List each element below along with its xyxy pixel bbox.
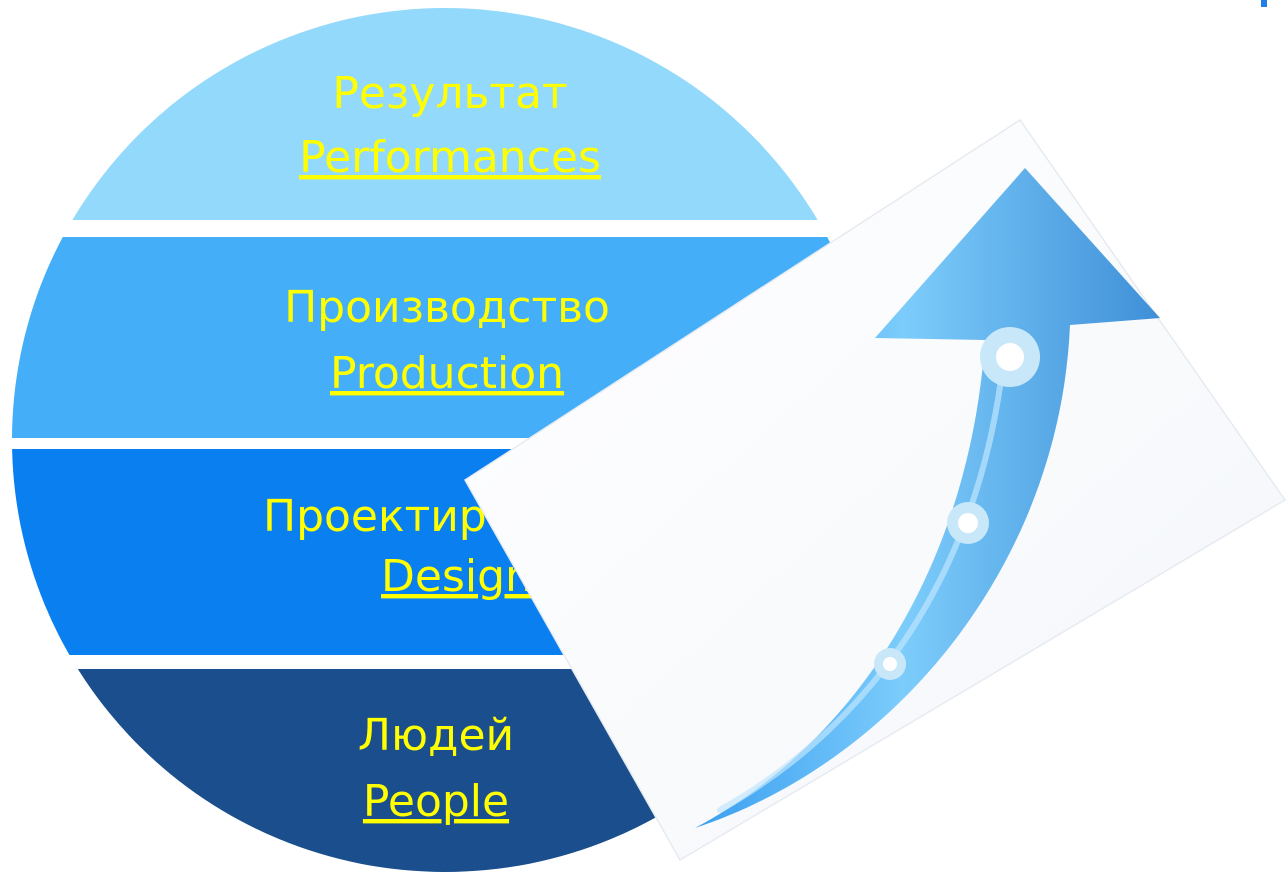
label-en-performances: Performances xyxy=(299,132,601,183)
label-en-people: People xyxy=(363,776,509,827)
label-ru-performances: Результат xyxy=(332,68,567,119)
corner-mark xyxy=(1261,0,1267,7)
arrow-highlight xyxy=(717,342,1008,813)
growth-arrow-icon xyxy=(695,168,1160,828)
label-ru-production: Производство xyxy=(284,282,610,333)
bubble-small-core xyxy=(883,657,897,671)
label-en-design: Design xyxy=(381,551,533,602)
bubble-large-core xyxy=(996,343,1024,371)
bubble-medium-core xyxy=(958,513,978,533)
label-ru-people: Людей xyxy=(358,710,514,761)
arrow-card xyxy=(463,118,1287,862)
label-en-production: Production xyxy=(330,348,564,399)
